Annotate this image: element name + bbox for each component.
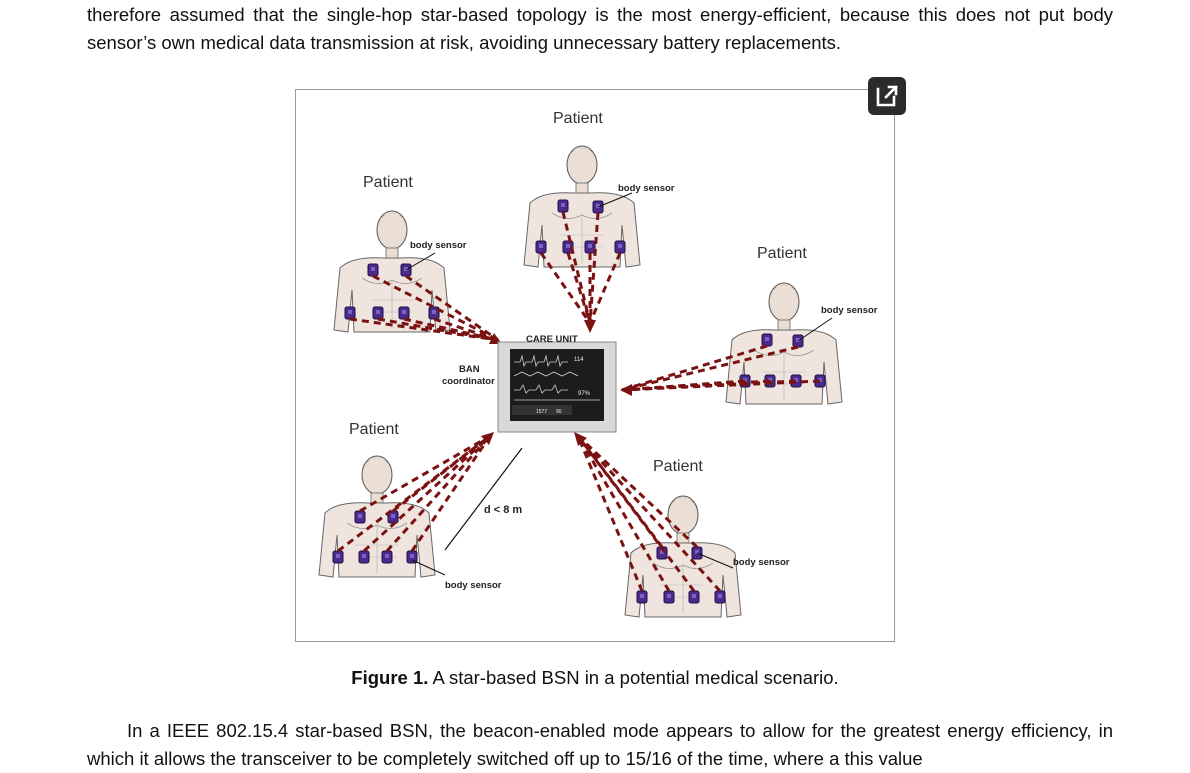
patient-label-right: Patient (757, 245, 807, 262)
ban-label-line2: coordinator (442, 376, 495, 387)
patient-left-top (333, 210, 502, 344)
ban-label-line1: BAN (459, 364, 480, 375)
monitor-value-4: 90 (556, 409, 562, 415)
body-sensor-label-left-bottom: body sensor (445, 580, 502, 591)
body-sensor-label-right: body sensor (821, 305, 878, 316)
paragraph-bottom: In a IEEE 802.15.4 star-based BSN, the b… (87, 720, 1113, 769)
monitor-value-1: 114 (574, 357, 584, 363)
star-topology-diagram: 114 97% 1577 90 Patient Patient Patient … (318, 110, 878, 618)
patient-top (523, 145, 641, 333)
figure-caption: Figure 1. A star-based BSN in a potentia… (0, 667, 1190, 689)
distance-line (444, 447, 523, 551)
patient-left-bottom (318, 432, 494, 578)
monitor-value-3: 1577 (536, 409, 547, 415)
body-sensor-label-right-bottom: body sensor (733, 557, 790, 568)
care-unit-label: CARE UNIT (526, 334, 578, 345)
expand-figure-button[interactable] (868, 77, 906, 115)
figure-caption-text: A star-based BSN in a potential medical … (428, 667, 839, 688)
patient-label-top: Patient (553, 110, 603, 127)
body-sensor-label-top: body sensor (618, 183, 675, 194)
paragraph-top: therefore assumed that the single-hop st… (87, 4, 1113, 53)
open-external-icon (876, 85, 898, 107)
patient-right (620, 282, 843, 405)
monitor-value-2: 97% (578, 391, 591, 397)
patient-label-left-bottom: Patient (349, 421, 399, 438)
body-sensor-label-left-top: body sensor (410, 240, 467, 251)
care-unit-monitor: 114 97% 1577 90 (497, 341, 617, 433)
patient-label-left-top: Patient (363, 174, 413, 191)
patient-right-bottom (574, 432, 742, 618)
patient-label-right-bottom: Patient (653, 458, 703, 475)
distance-label: d < 8 m (484, 504, 522, 516)
figure-caption-label: Figure 1. (351, 667, 429, 688)
